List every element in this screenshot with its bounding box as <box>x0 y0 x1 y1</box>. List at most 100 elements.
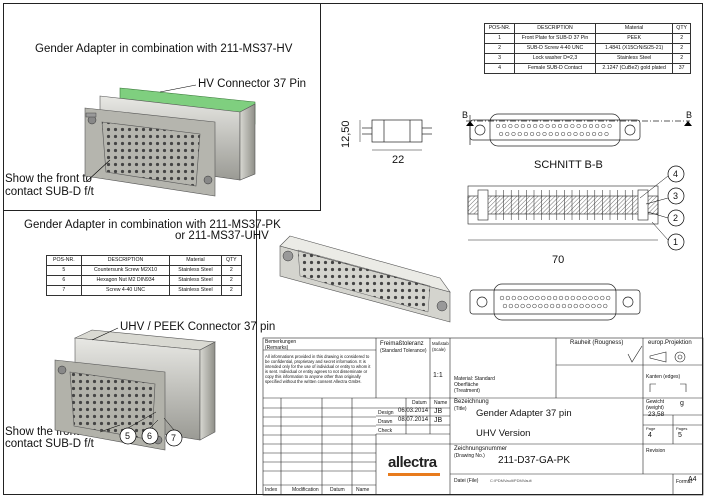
pages-value: 5 <box>678 432 682 439</box>
treatment-label: (Treatment) <box>454 388 480 394</box>
name-label: Name <box>356 487 370 493</box>
remarks-label: Bemerkungen <box>265 339 297 345</box>
view-hv-title: Gender Adapter in combination with 211-M… <box>35 43 293 55</box>
surface-label: Oberfläche <box>454 382 479 388</box>
name-header: Name <box>434 400 448 406</box>
pin-hole <box>558 295 564 301</box>
drawn-date: 08.07.2014 <box>398 417 429 423</box>
pin-hole <box>536 131 541 137</box>
hv-front-leader <box>85 159 111 183</box>
pin-hole <box>508 123 513 129</box>
tolerance-label: Freimaßtoleranz <box>380 341 424 347</box>
pin-hole <box>604 131 609 137</box>
designation-label: Bezeichnung <box>454 399 489 405</box>
pin-hole <box>505 295 511 301</box>
design-date: 06.03.2014 <box>398 408 429 414</box>
pages-label: Pages <box>676 426 688 431</box>
scale-value: 1:1 <box>433 372 443 379</box>
pin-hole <box>523 131 528 137</box>
pin-hole <box>505 131 510 137</box>
callout-4 <box>667 165 685 183</box>
pin-hole <box>514 123 519 129</box>
hv-connector-leader <box>159 84 197 93</box>
drawing-title-line2: UHV Version <box>476 428 531 439</box>
pin-hole <box>573 303 578 309</box>
pin-hole <box>597 303 602 309</box>
bom-cell: 2.1247 (CuBe2) gold plated <box>594 63 674 74</box>
view-hv-box <box>3 3 321 211</box>
pin-hole <box>538 303 543 309</box>
title-block-lines <box>262 337 704 496</box>
pin-hole <box>603 303 608 309</box>
pin-hole <box>591 303 596 309</box>
pin-hole <box>588 123 594 129</box>
pin-hole <box>533 123 538 129</box>
pin-hole <box>495 123 501 129</box>
design-label: Design <box>378 410 394 416</box>
tolerance-label-en: (Standard Tolerance) <box>380 348 427 354</box>
view-pk-box <box>3 211 257 495</box>
drawing-number: 211-D37-GA-PK <box>498 455 571 466</box>
allectra-logo: allectra <box>388 454 437 471</box>
pin-hole <box>592 131 597 137</box>
section-label: SCHNITT B-B <box>534 159 603 171</box>
pin-hole <box>511 295 516 301</box>
pin-hole <box>576 123 581 129</box>
pin-hole <box>557 123 563 129</box>
hv-front-label-2: contact SUB-D f/t <box>5 186 94 198</box>
pin-hole <box>532 303 537 309</box>
pin-hole <box>523 295 528 301</box>
date-header: Datum <box>412 400 427 406</box>
dim-width: 70 <box>552 254 565 266</box>
drawing-no-label-en: (Drawing No.) <box>454 453 485 459</box>
weight-label-en: (weight) <box>646 405 664 411</box>
design-name: JB <box>434 408 443 415</box>
bom-cell: 37 <box>672 63 691 74</box>
weight-unit: g <box>680 400 684 407</box>
pin-hole <box>582 295 587 301</box>
pin-hole <box>520 303 525 309</box>
weight-label: Gewicht <box>646 399 665 405</box>
projection-label: europ.Projektion <box>648 340 692 346</box>
callout-2-label: 2 <box>673 213 679 223</box>
pin-hole <box>561 303 567 309</box>
hv-adapter-render <box>84 87 256 197</box>
scale-label: Maßstab <box>432 341 449 346</box>
pin-hole <box>535 295 540 301</box>
section-pins <box>495 190 634 220</box>
pin-hole <box>588 295 593 301</box>
pk-front-label-2: contact SUB-D f/t <box>5 438 94 450</box>
material-label: Material: Standard <box>454 376 495 382</box>
pin-hole <box>511 131 516 137</box>
pin-hole <box>545 123 550 129</box>
pin-hole <box>561 131 566 137</box>
view-pk-title-1: Gender Adapter in combination with 211-M… <box>24 219 281 231</box>
remarks-label-en: (Remarks) <box>265 345 289 351</box>
file-label: Datei (File) <box>454 478 479 484</box>
pin-hole <box>542 131 547 137</box>
pk-front-leader <box>99 424 121 433</box>
page-label: Page <box>646 426 656 431</box>
edges-symbol <box>649 383 687 392</box>
callout-4-label: 4 <box>673 169 679 179</box>
front-view-top <box>469 113 641 147</box>
section-mark-left: B <box>462 110 469 120</box>
drawing-title-line1: Gender Adapter 37 pin <box>476 408 572 419</box>
modification-label: Modification <box>292 487 319 493</box>
pin-hole <box>567 131 572 137</box>
scale-label-en: (Scale) <box>432 347 446 352</box>
pin-hole <box>530 131 535 137</box>
pin-hole <box>598 131 603 137</box>
pin-hole <box>520 123 525 129</box>
pk-adapter-render <box>54 329 217 451</box>
page-value: 4 <box>648 432 652 439</box>
pin-hole <box>573 131 578 137</box>
pin-hole <box>552 295 558 301</box>
view-pk-title-2: or 211-MS37-UHV <box>175 230 269 242</box>
section-mark-right: B <box>686 110 693 120</box>
file-value: C:\PDMVault\PDMVault <box>490 478 532 483</box>
front-view-bottom <box>469 283 641 321</box>
